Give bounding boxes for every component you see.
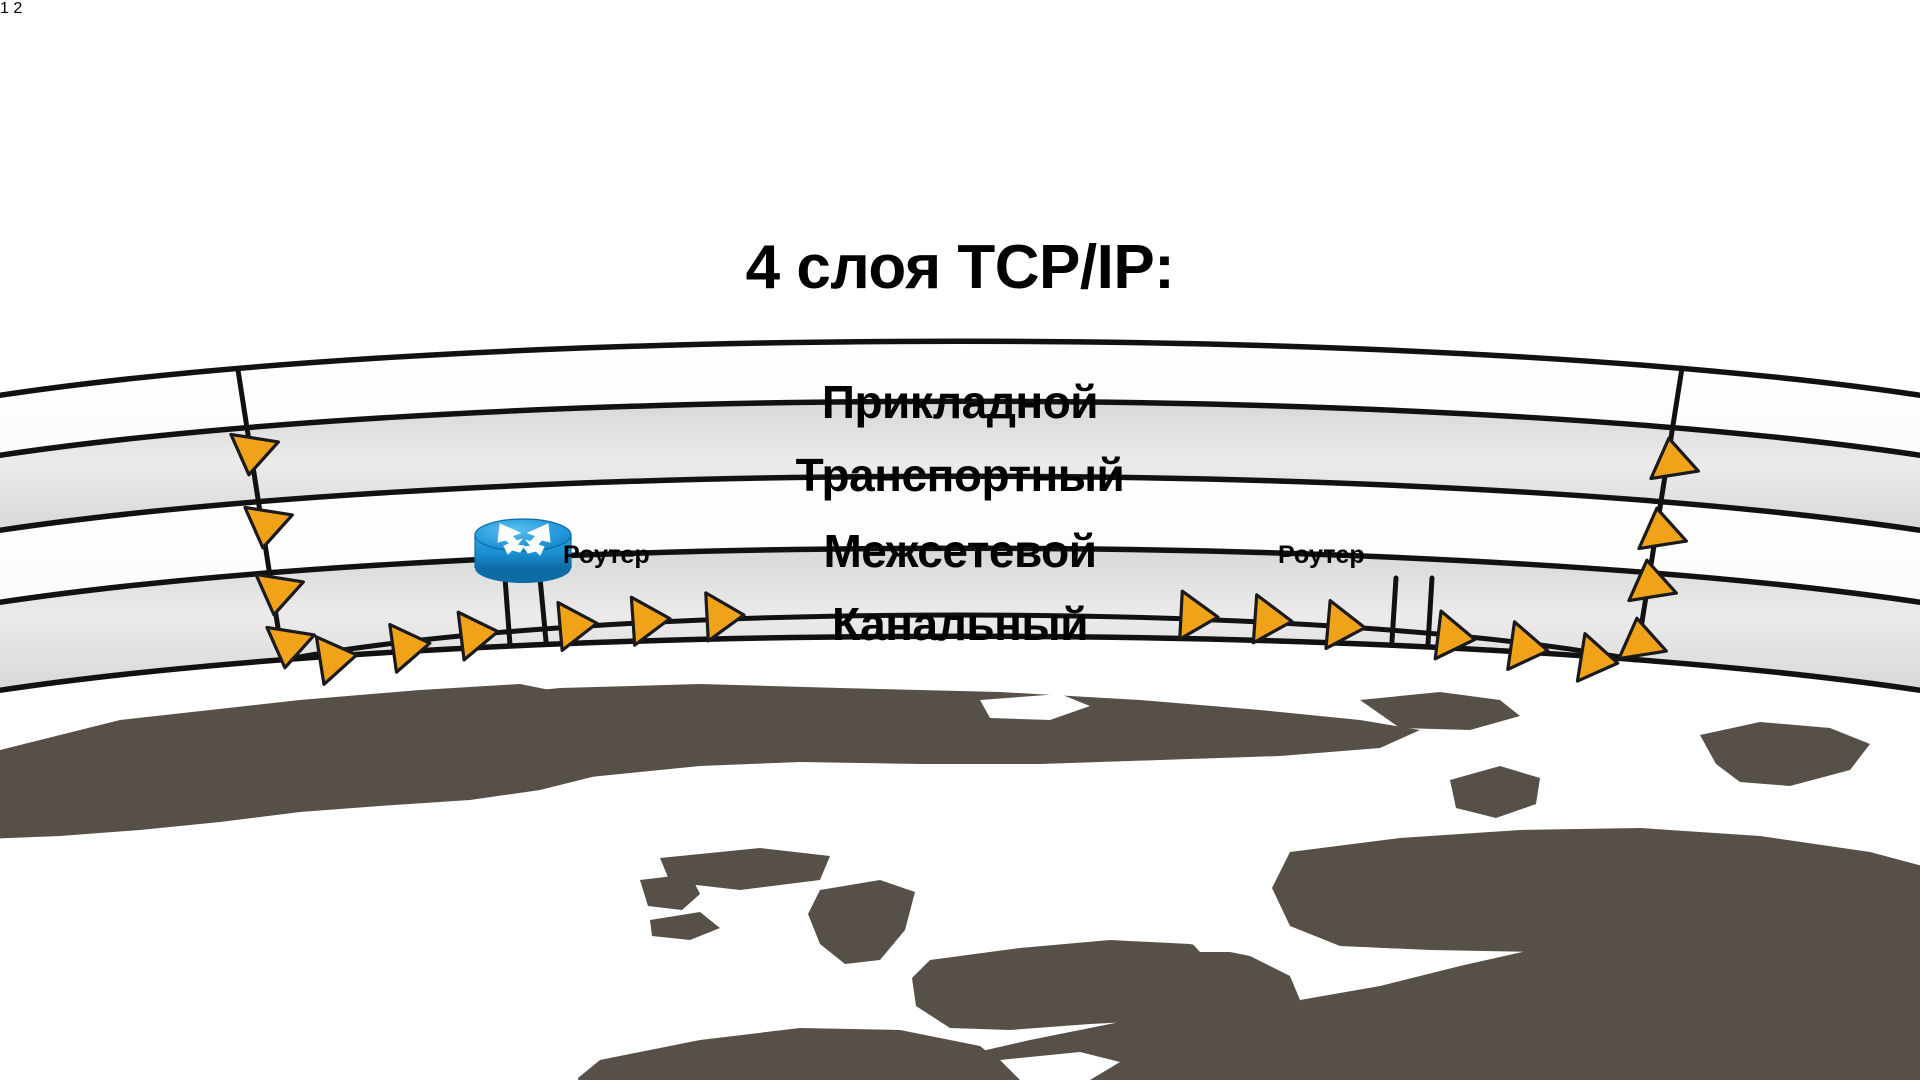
router-left-leg-b xyxy=(537,575,549,644)
router-left-label: Роутер xyxy=(563,541,650,569)
band-application xyxy=(0,341,1920,456)
layer-label-internet: Межсетевой xyxy=(823,525,1097,577)
band-internet xyxy=(0,476,1920,603)
layer-label-application: Прикладной xyxy=(821,376,1099,428)
page-title: 4 слоя TCP/IP: xyxy=(745,233,1175,302)
band-divider-bottom xyxy=(0,633,1920,694)
router-left[interactable] xyxy=(474,518,572,583)
layer-label-link: Канальный xyxy=(832,598,1088,650)
band-divider-2 xyxy=(0,473,1920,534)
layer-label-transport: Транспортный xyxy=(795,449,1125,501)
computer-1-screen-number: 1 xyxy=(0,0,9,17)
router-right-label: Роутер xyxy=(1278,541,1365,569)
router-arrows-icon xyxy=(497,523,551,556)
router-left-leg-a xyxy=(502,575,513,648)
band-transport xyxy=(0,401,1920,531)
band-link xyxy=(0,548,1920,691)
router-right-leg-b xyxy=(1425,575,1435,647)
layer-bands xyxy=(0,338,1920,694)
band-divider-top xyxy=(0,338,1920,399)
router-right-leg-a xyxy=(1389,575,1399,644)
band-divider-3 xyxy=(0,545,1920,606)
globe-landmass xyxy=(0,684,1920,1080)
band-divider-1 xyxy=(0,398,1920,459)
computer-2-screen-number: 2 xyxy=(13,0,23,17)
